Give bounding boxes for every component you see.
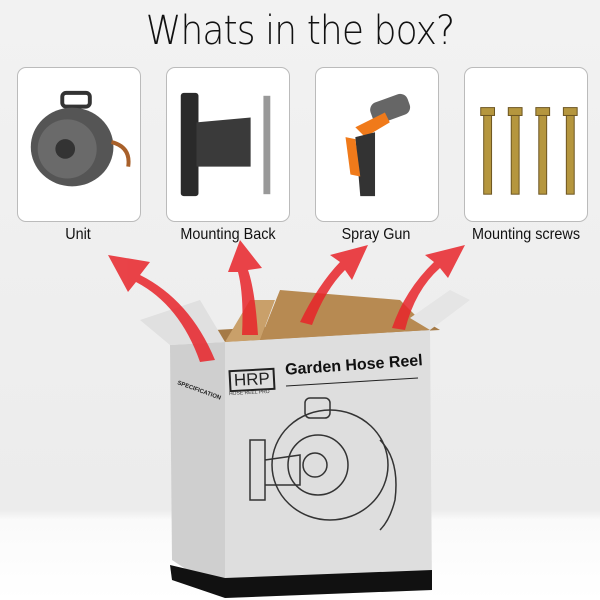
- screws-icon: [480, 107, 578, 195]
- item-label-mounting-back: Mounting Back: [180, 226, 276, 243]
- item-card-mounting-back: [166, 67, 290, 222]
- item-card-spray-gun: [315, 67, 439, 222]
- arrow-icons: [108, 240, 465, 362]
- item-card-unit: [17, 67, 141, 222]
- page-title: Whats in the box?: [145, 8, 455, 54]
- mounting-bracket-icon: [180, 92, 271, 197]
- item-label-unit: Unit: [65, 226, 91, 243]
- item-label-spray-gun: Spray Gun: [341, 226, 411, 243]
- item-label-mounting-screws: Mounting screws: [471, 226, 581, 243]
- item-card-mounting-screws: [464, 67, 588, 222]
- hose-reel-unit-icon: [30, 90, 131, 187]
- hose-reel-drawing-icon: [249, 397, 397, 531]
- spray-gun-icon: [345, 93, 411, 197]
